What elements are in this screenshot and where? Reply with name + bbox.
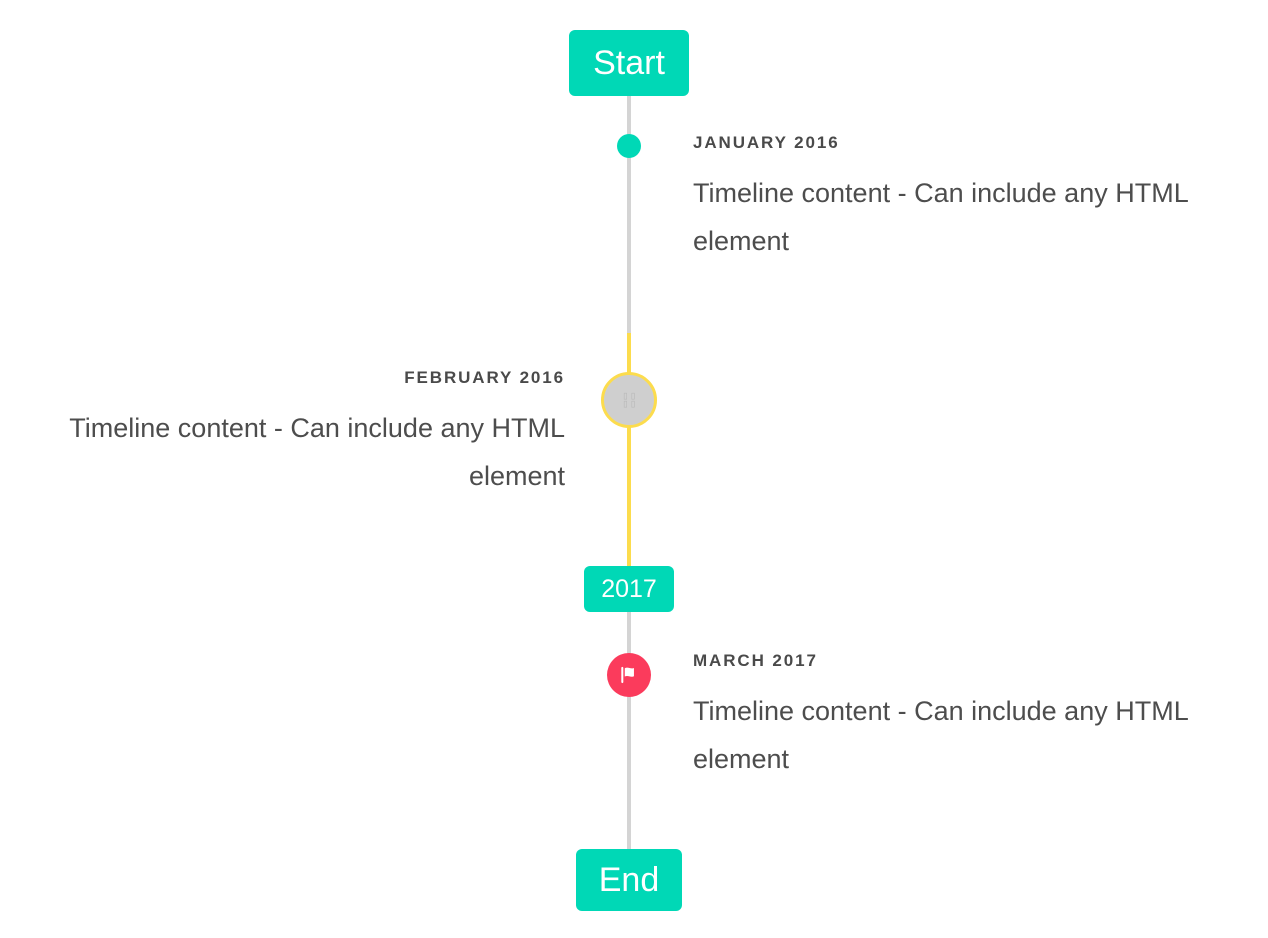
- timeline-marker-missing-glyph-icon[interactable]: ▯▯ ▯▯: [601, 372, 657, 428]
- timeline-event-body: Timeline content - Can include any HTML …: [693, 178, 1188, 257]
- timeline-marker-dot-icon[interactable]: [617, 134, 641, 158]
- timeline-event-date: MARCH 2017: [693, 651, 818, 670]
- timeline-rail-segment-highlight: [627, 333, 631, 566]
- timeline-end-label: End: [598, 861, 660, 899]
- timeline-year-label: 2017: [601, 574, 657, 603]
- timeline-rail-segment-bottom: [627, 612, 631, 852]
- timeline-start-badge[interactable]: Start: [569, 30, 689, 96]
- timeline-year-badge[interactable]: 2017: [584, 566, 674, 612]
- timeline-start-label: Start: [593, 44, 665, 82]
- timeline-marker-flag-icon[interactable]: [607, 653, 651, 697]
- timeline-event-january-2016: JANUARY 2016 Timeline content - Can incl…: [693, 133, 1233, 265]
- missing-glyph-icon: ▯▯ ▯▯: [622, 389, 638, 410]
- timeline-rail-segment-top: [627, 92, 631, 333]
- timeline-event-body: Timeline content - Can include any HTML …: [693, 696, 1188, 775]
- timeline-event-body: Timeline content - Can include any HTML …: [69, 413, 565, 492]
- timeline-end-badge[interactable]: End: [576, 849, 682, 911]
- flag-icon: [621, 666, 634, 684]
- timeline-event-date: FEBRUARY 2016: [404, 368, 565, 387]
- timeline-event-date: JANUARY 2016: [693, 133, 840, 152]
- timeline-event-march-2017: MARCH 2017 Timeline content - Can includ…: [693, 651, 1233, 783]
- timeline-event-february-2016: FEBRUARY 2016 Timeline content - Can inc…: [25, 368, 565, 500]
